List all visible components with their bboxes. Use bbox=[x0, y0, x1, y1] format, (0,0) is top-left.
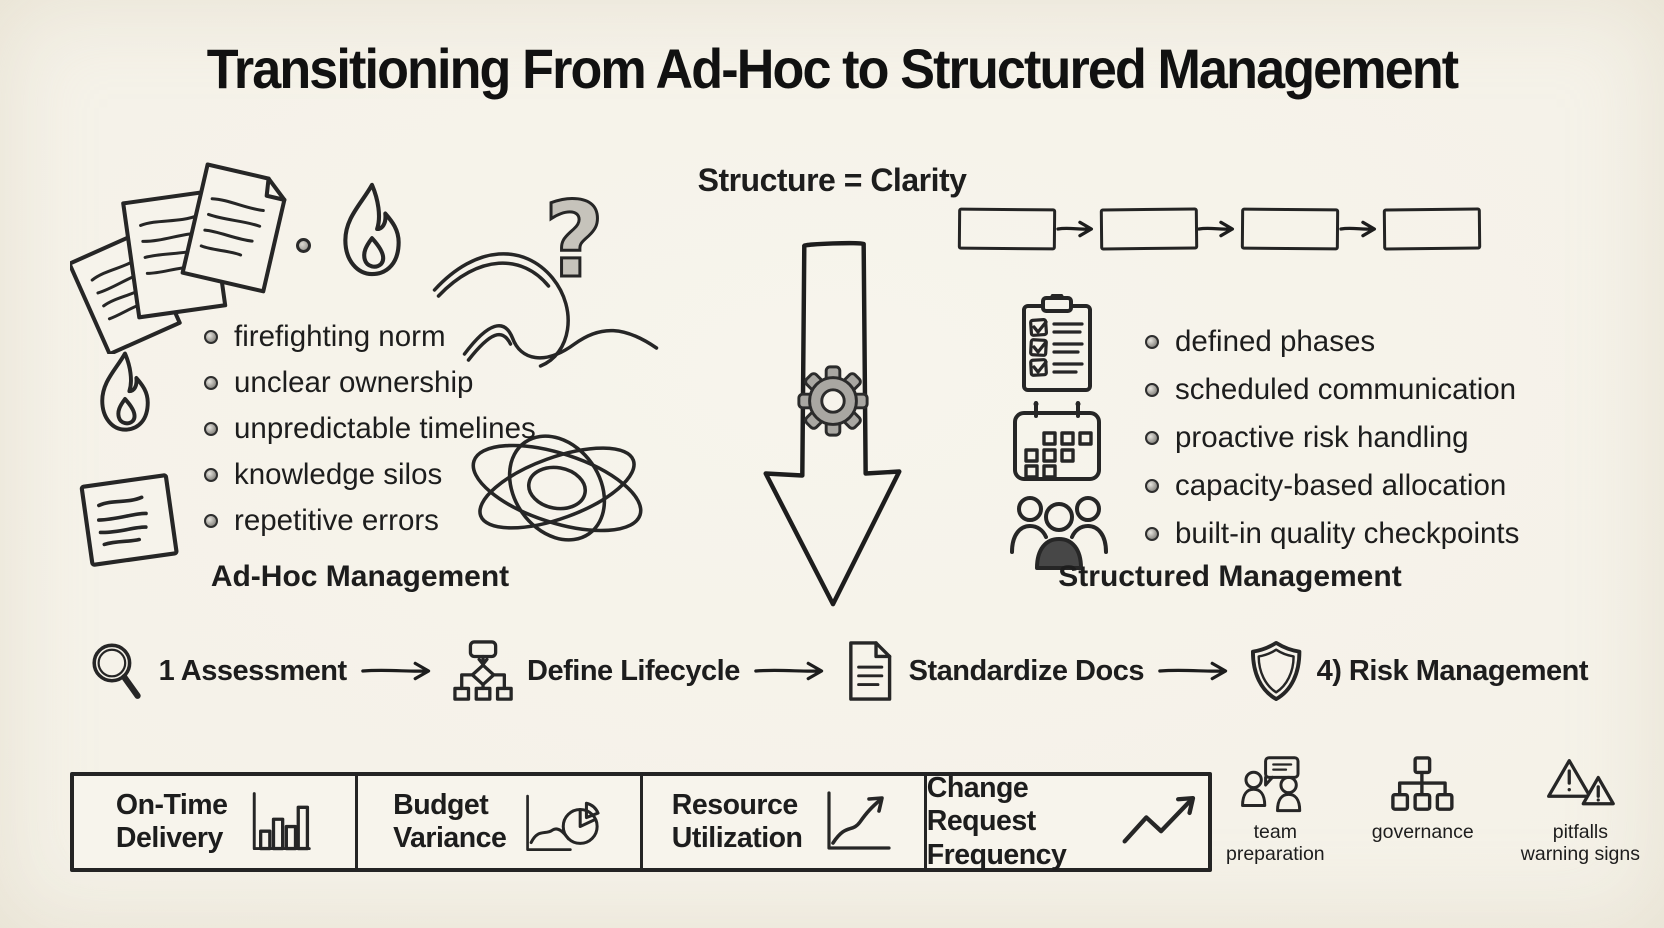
arrow-right-icon bbox=[1338, 219, 1383, 239]
dot-icon bbox=[296, 238, 311, 253]
note-icon bbox=[72, 462, 186, 576]
utilization-icon bbox=[820, 789, 894, 855]
bullet-dot-icon bbox=[1145, 431, 1159, 445]
arrow-right-icon bbox=[1055, 219, 1100, 239]
bullet-dot-icon bbox=[1145, 383, 1159, 397]
structured-bullet-list: defined phases scheduled communication pro… bbox=[1145, 318, 1519, 558]
bullet-dot-icon bbox=[1145, 527, 1159, 541]
phase-box bbox=[1382, 207, 1481, 251]
bullet-label: unclear ownership bbox=[234, 366, 474, 399]
adhoc-label: Ad-Hoc Management bbox=[210, 560, 510, 593]
bullet-item: proactive risk handling bbox=[1145, 414, 1519, 462]
bar-chart-icon bbox=[246, 789, 314, 855]
bullet-label: built-in quality checkpoints bbox=[1175, 517, 1520, 550]
structured-label: Structured Management bbox=[1058, 560, 1402, 593]
bullet-item: scheduled communication bbox=[1145, 366, 1519, 414]
down-arrow-icon bbox=[752, 238, 912, 614]
process-flow: 1 Assessment Define Lifecycle Standardize … bbox=[88, 630, 1589, 712]
phase-box bbox=[1099, 207, 1198, 251]
flow-step: 4) Risk Management bbox=[1250, 640, 1589, 702]
bullet-label: scheduled communication bbox=[1175, 373, 1517, 406]
bullet-item: defined phases bbox=[1145, 318, 1519, 366]
people-group-icon bbox=[1008, 492, 1110, 572]
bullet-item: repetitive errors bbox=[204, 498, 536, 544]
bullet-item: capacity-based allocation bbox=[1145, 462, 1519, 510]
long-arrow-right-icon bbox=[753, 660, 833, 682]
flow-step-label: 4) Risk Management bbox=[1316, 654, 1589, 687]
bullet-item: firefighting norm bbox=[204, 314, 536, 360]
flow-step-label: 1 Assessment bbox=[158, 654, 347, 687]
bullet-item: unpredictable timelines bbox=[204, 406, 536, 452]
bullet-item: built-in quality checkpoints bbox=[1145, 510, 1519, 558]
pitfalls-icon bbox=[1544, 756, 1617, 814]
document-icon bbox=[846, 640, 894, 702]
center-heading: Structure = Clarity bbox=[697, 162, 967, 198]
bullet-dot-icon bbox=[204, 514, 218, 528]
bullet-label: knowledge silos bbox=[234, 458, 443, 491]
legend-item: governance bbox=[1372, 756, 1474, 843]
bullet-label: unpredictable timelines bbox=[234, 412, 536, 445]
flowchart-icon bbox=[453, 640, 513, 702]
adhoc-bullet-list: firefighting norm unclear ownership unpred… bbox=[204, 314, 536, 544]
bullet-label: proactive risk handling bbox=[1175, 421, 1469, 454]
page-title: Transitioning From Ad-Hoc to Structured … bbox=[206, 37, 1459, 100]
bullet-dot-icon bbox=[204, 422, 218, 436]
flow-step: Standardize Docs bbox=[846, 640, 1144, 702]
bullet-label: firefighting norm bbox=[234, 320, 446, 353]
change-frequency-icon bbox=[1119, 789, 1208, 855]
bullet-dot-icon bbox=[204, 468, 218, 482]
gear-icon bbox=[794, 362, 872, 440]
bullet-item: unclear ownership bbox=[204, 360, 536, 406]
governance-icon bbox=[1390, 756, 1456, 814]
svg-text:?: ? bbox=[544, 180, 604, 300]
flame-icon bbox=[90, 348, 160, 436]
bullet-label: defined phases bbox=[1175, 325, 1376, 358]
flow-step-label: Standardize Docs bbox=[908, 654, 1145, 687]
bullet-item: knowledge silos bbox=[204, 452, 536, 498]
squiggle-icon bbox=[426, 226, 666, 396]
bullet-label: repetitive errors bbox=[234, 504, 439, 537]
shield-icon bbox=[1250, 640, 1302, 702]
budget-variance-icon bbox=[524, 789, 604, 855]
flow-step-label: Define Lifecycle bbox=[527, 654, 740, 687]
phase-chain bbox=[957, 206, 1481, 252]
flow-step: Define Lifecycle bbox=[453, 640, 740, 702]
long-arrow-right-icon bbox=[1157, 660, 1237, 682]
papers-icon bbox=[70, 156, 292, 354]
team-preparation-icon bbox=[1240, 756, 1310, 814]
phase-box bbox=[1240, 207, 1339, 251]
phase-box bbox=[957, 207, 1056, 251]
legend-label: governance bbox=[1371, 821, 1474, 843]
calendar-icon bbox=[1010, 400, 1104, 484]
arrow-right-icon bbox=[1197, 219, 1241, 239]
bullet-dot-icon bbox=[204, 330, 218, 344]
magnifier-icon bbox=[88, 640, 145, 702]
clipboard-checklist-icon bbox=[1018, 294, 1096, 396]
long-arrow-right-icon bbox=[360, 660, 440, 682]
bullet-dot-icon bbox=[1145, 479, 1159, 493]
bullet-label: capacity-based allocation bbox=[1175, 469, 1507, 502]
question-mark-icon: ? bbox=[538, 180, 610, 300]
flow-step: 1 Assessment bbox=[88, 640, 347, 702]
bullet-dot-icon bbox=[1145, 335, 1159, 349]
tangle-icon bbox=[460, 422, 654, 554]
flame-icon bbox=[331, 178, 413, 282]
bullet-dot-icon bbox=[204, 376, 218, 390]
